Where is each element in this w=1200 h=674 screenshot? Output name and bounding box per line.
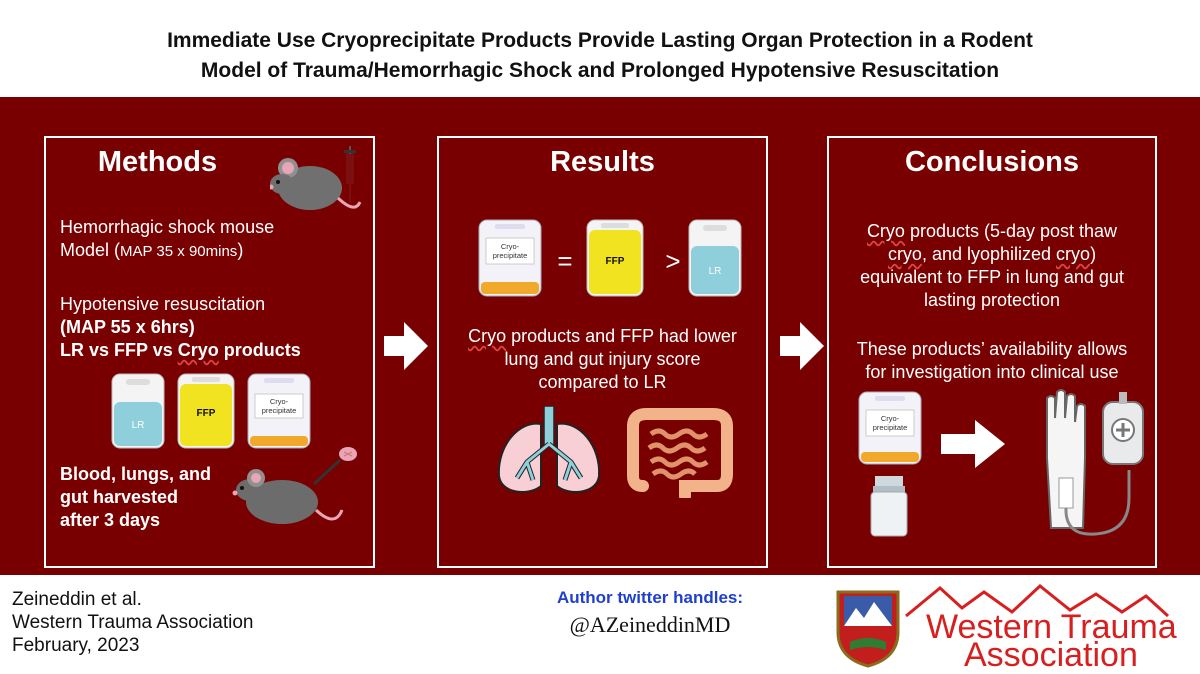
conclusion-1-cryo-2: cryo (887, 244, 922, 264)
results-line-1: Cryo products and FFP had lower (439, 325, 766, 348)
poster-title: Immediate Use Cryoprecipitate Products P… (0, 26, 1200, 86)
results-panel: Results Cryo- precipitate = FFP > LR Cry… (437, 136, 768, 568)
harvest-line-3: after 3 days (60, 510, 161, 530)
citation-org: Western Trauma Association (12, 612, 254, 633)
conclusion-1-line-2: cryo, and lyophilized cryo) (829, 243, 1155, 266)
wta-logo-line-2: Association (964, 636, 1138, 670)
conclusion-1-line-4: lasting protection (923, 290, 1061, 310)
resus-line-3-cryo: Cryo (177, 340, 219, 360)
content-band (0, 97, 1200, 575)
cryo-bag-label-1: Cryo- (270, 397, 289, 406)
right-arrow-icon (384, 322, 428, 370)
methods-panel: Methods Hemorrhagic shock mouse Model (M… (44, 136, 375, 568)
ffp-bag-label: FFP (197, 408, 216, 419)
wta-logo-line-1: Western Trauma (926, 608, 1177, 646)
citation-block: Zeineddin et al. Western Trauma Associat… (12, 588, 253, 657)
resus-line-3-prefix: LR vs FFP vs (60, 340, 178, 360)
twitter-handle[interactable]: @AZeineddinMD (569, 612, 731, 637)
conclusion-1-cryo-3: cryo (1056, 244, 1091, 264)
lr-bag-label: LR (709, 266, 722, 277)
results-line-3: compared to LR (538, 372, 667, 392)
conclusion-2-text: These products’ availability allows for … (829, 338, 1155, 384)
harvest-text: Blood, lungs, and gut harvested after 3 … (60, 463, 211, 532)
cryo-bag-label-2: precipitate (262, 406, 297, 415)
conclusion-1-line-2-mid: , and lyophilized (921, 244, 1057, 264)
conclusion-2-line-2: for investigation into clinical use (865, 362, 1119, 382)
harvest-line-1: Blood, lungs, and (60, 464, 211, 484)
cryo-bag-label-2: precipitate (493, 251, 528, 260)
harvest-line-2: gut harvested (60, 487, 179, 507)
cryo-bag-icon: Cryo- precipitate (247, 373, 311, 449)
intestines-icon (627, 408, 733, 498)
resus-line-1: Hypotensive resuscitation (60, 294, 266, 314)
conclusion-1-cryo: Cryo (866, 221, 905, 241)
cryo-bag-label-1: Cryo- (881, 414, 900, 423)
lungs-icon (497, 406, 601, 493)
wta-crest-logo (836, 590, 900, 668)
resus-line-3: LR vs FFP vs Cryo products (60, 339, 301, 362)
shock-map-value: MAP 35 x 90mins (120, 243, 238, 260)
ffp-bag-icon: FFP (586, 219, 644, 297)
cryo-bag-icon: Cryo- precipitate (478, 219, 542, 297)
ffp-bag-label: FFP (606, 256, 625, 267)
ffp-bag-icon: FFP (177, 373, 235, 449)
conclusions-panel: Conclusions Cryo products (5-day post th… (827, 136, 1157, 568)
lr-bag-icon: LR (688, 219, 742, 297)
resus-line-3-suffix: products (218, 340, 301, 360)
resuscitation-text: Hypotensive resuscitation (MAP 55 x 6hrs… (60, 293, 301, 362)
results-comparison: Cryo- precipitate = FFP > LR (478, 219, 742, 297)
mouse-syringe-icon (270, 146, 362, 210)
methods-heading: Methods (97, 146, 218, 178)
results-line-1-rest: products and FFP had lower (506, 326, 737, 346)
conclusion-1-text: Cryo products (5-day post thaw cryo, and… (829, 220, 1155, 312)
conclusion-1-line-1: Cryo products (5-day post thaw (829, 220, 1155, 243)
conclusions-heading: Conclusions (904, 146, 1079, 178)
results-line-2: lung and gut injury score (504, 349, 701, 369)
results-line-1-cryo: Cryo (468, 326, 507, 346)
cryo-bag-label-2: precipitate (873, 423, 908, 432)
shock-line-2-suffix: ) (237, 240, 244, 260)
shock-line-2-prefix: Model ( (60, 240, 121, 260)
wta-logo: Western Trauma Association (905, 584, 1177, 670)
citation-author: Zeineddin et al. (12, 589, 142, 610)
title-line-1: Immediate Use Cryoprecipitate Products P… (167, 29, 1033, 52)
shock-line-2: Model (MAP 35 x 90mins) (60, 239, 274, 263)
results-heading: Results (550, 146, 655, 178)
shock-line-1: Hemorrhagic shock mouse (60, 217, 275, 237)
lr-bag-label: LR (132, 420, 145, 431)
results-text: Cryo products and FFP had lower lung and… (439, 325, 766, 394)
iv-transfusion-hand-icon (1046, 389, 1144, 536)
twitter-handles-heading: Author twitter handles: (556, 588, 744, 607)
equals-symbol: = (557, 246, 572, 276)
right-arrow-icon (780, 322, 824, 370)
methods-fluid-bags: LR FFP Cryo- precipitate (111, 373, 311, 449)
citation-date: February, 2023 (12, 635, 140, 656)
lr-bag-icon: LR (111, 373, 165, 449)
cryo-bag-label-1: Cryo- (501, 242, 520, 251)
conclusion-1-line-3: equivalent to FFP in lung and gut (860, 267, 1124, 287)
cryo-bag-vial-icon: Cryo- precipitate (858, 391, 922, 537)
title-line-2: Model of Trauma/Hemorrhagic Shock and Pr… (200, 59, 1000, 82)
conclusion-1-line-2-end: ) (1090, 244, 1097, 264)
greater-than-symbol: > (665, 246, 680, 276)
right-arrow-icon (941, 420, 1005, 468)
shock-model-text: Hemorrhagic shock mouse Model (MAP 35 x … (60, 216, 274, 263)
conclusion-1-line-1-rest: products (5-day post thaw (904, 221, 1118, 241)
conclusion-2-line-1: These products’ availability allows (856, 339, 1128, 359)
resus-line-2: (MAP 55 x 6hrs) (60, 317, 195, 337)
mouse-organs-icon (232, 447, 357, 524)
